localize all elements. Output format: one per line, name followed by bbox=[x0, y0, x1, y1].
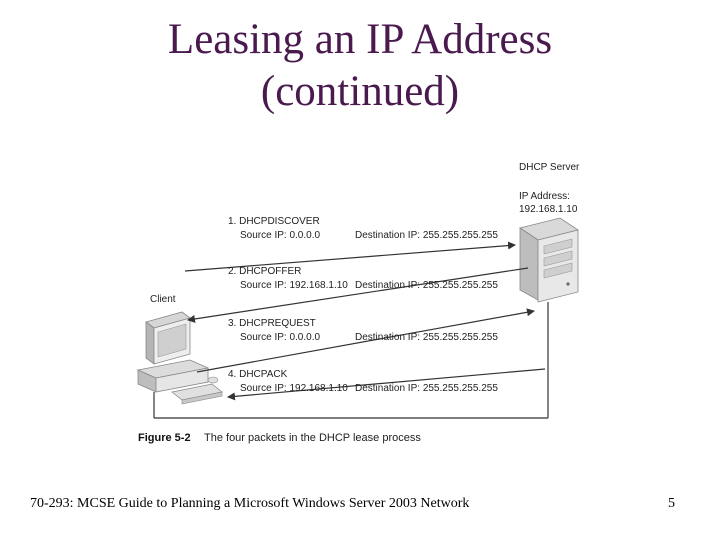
arrow-dhcpoffer bbox=[187, 267, 529, 323]
packet-name: 3. DHCPREQUEST bbox=[228, 318, 316, 329]
packet-destination: Destination IP: 255.255.255.255 bbox=[355, 332, 498, 343]
server-ip-label: IP Address: bbox=[519, 191, 570, 202]
slide-title-line2: (continued) bbox=[260, 68, 460, 115]
figure-caption: The four packets in the DHCP lease proce… bbox=[204, 432, 421, 444]
packet-name: 1. DHCPDISCOVER bbox=[228, 216, 320, 227]
server-ip-value: 192.168.1.10 bbox=[519, 204, 578, 215]
slide-title: Leasing an IP Address (continued) bbox=[0, 14, 720, 118]
packet-source: Source IP: 192.168.1.10 bbox=[240, 383, 348, 394]
packet-source: Source IP: 192.168.1.10 bbox=[240, 280, 348, 291]
packet-destination: Destination IP: 255.255.255.255 bbox=[355, 280, 498, 291]
packet-destination: Destination IP: 255.255.255.255 bbox=[355, 230, 498, 241]
arrow-dhcpack bbox=[227, 368, 546, 401]
packet-source: Source IP: 0.0.0.0 bbox=[240, 332, 320, 343]
server-label: DHCP Server bbox=[519, 162, 580, 173]
slide-title-line1: Leasing an IP Address bbox=[167, 16, 553, 63]
client-computer-icon bbox=[136, 311, 223, 405]
packet-name: 2. DHCPOFFER bbox=[228, 266, 301, 277]
figure-label: Figure 5-2 bbox=[138, 432, 191, 444]
server-icon bbox=[519, 217, 579, 303]
arrow-dhcprequest bbox=[196, 308, 535, 373]
packet-name: 4. DHCPACK bbox=[228, 369, 288, 380]
packet-destination: Destination IP: 255.255.255.255 bbox=[355, 383, 498, 394]
client-label: Client bbox=[150, 294, 176, 305]
page-number: 5 bbox=[668, 496, 675, 511]
arrow-dhcpdiscover bbox=[184, 241, 516, 272]
footer-course-title: 70-293: MCSE Guide to Planning a Microso… bbox=[30, 496, 470, 511]
packet-source: Source IP: 0.0.0.0 bbox=[240, 230, 320, 241]
